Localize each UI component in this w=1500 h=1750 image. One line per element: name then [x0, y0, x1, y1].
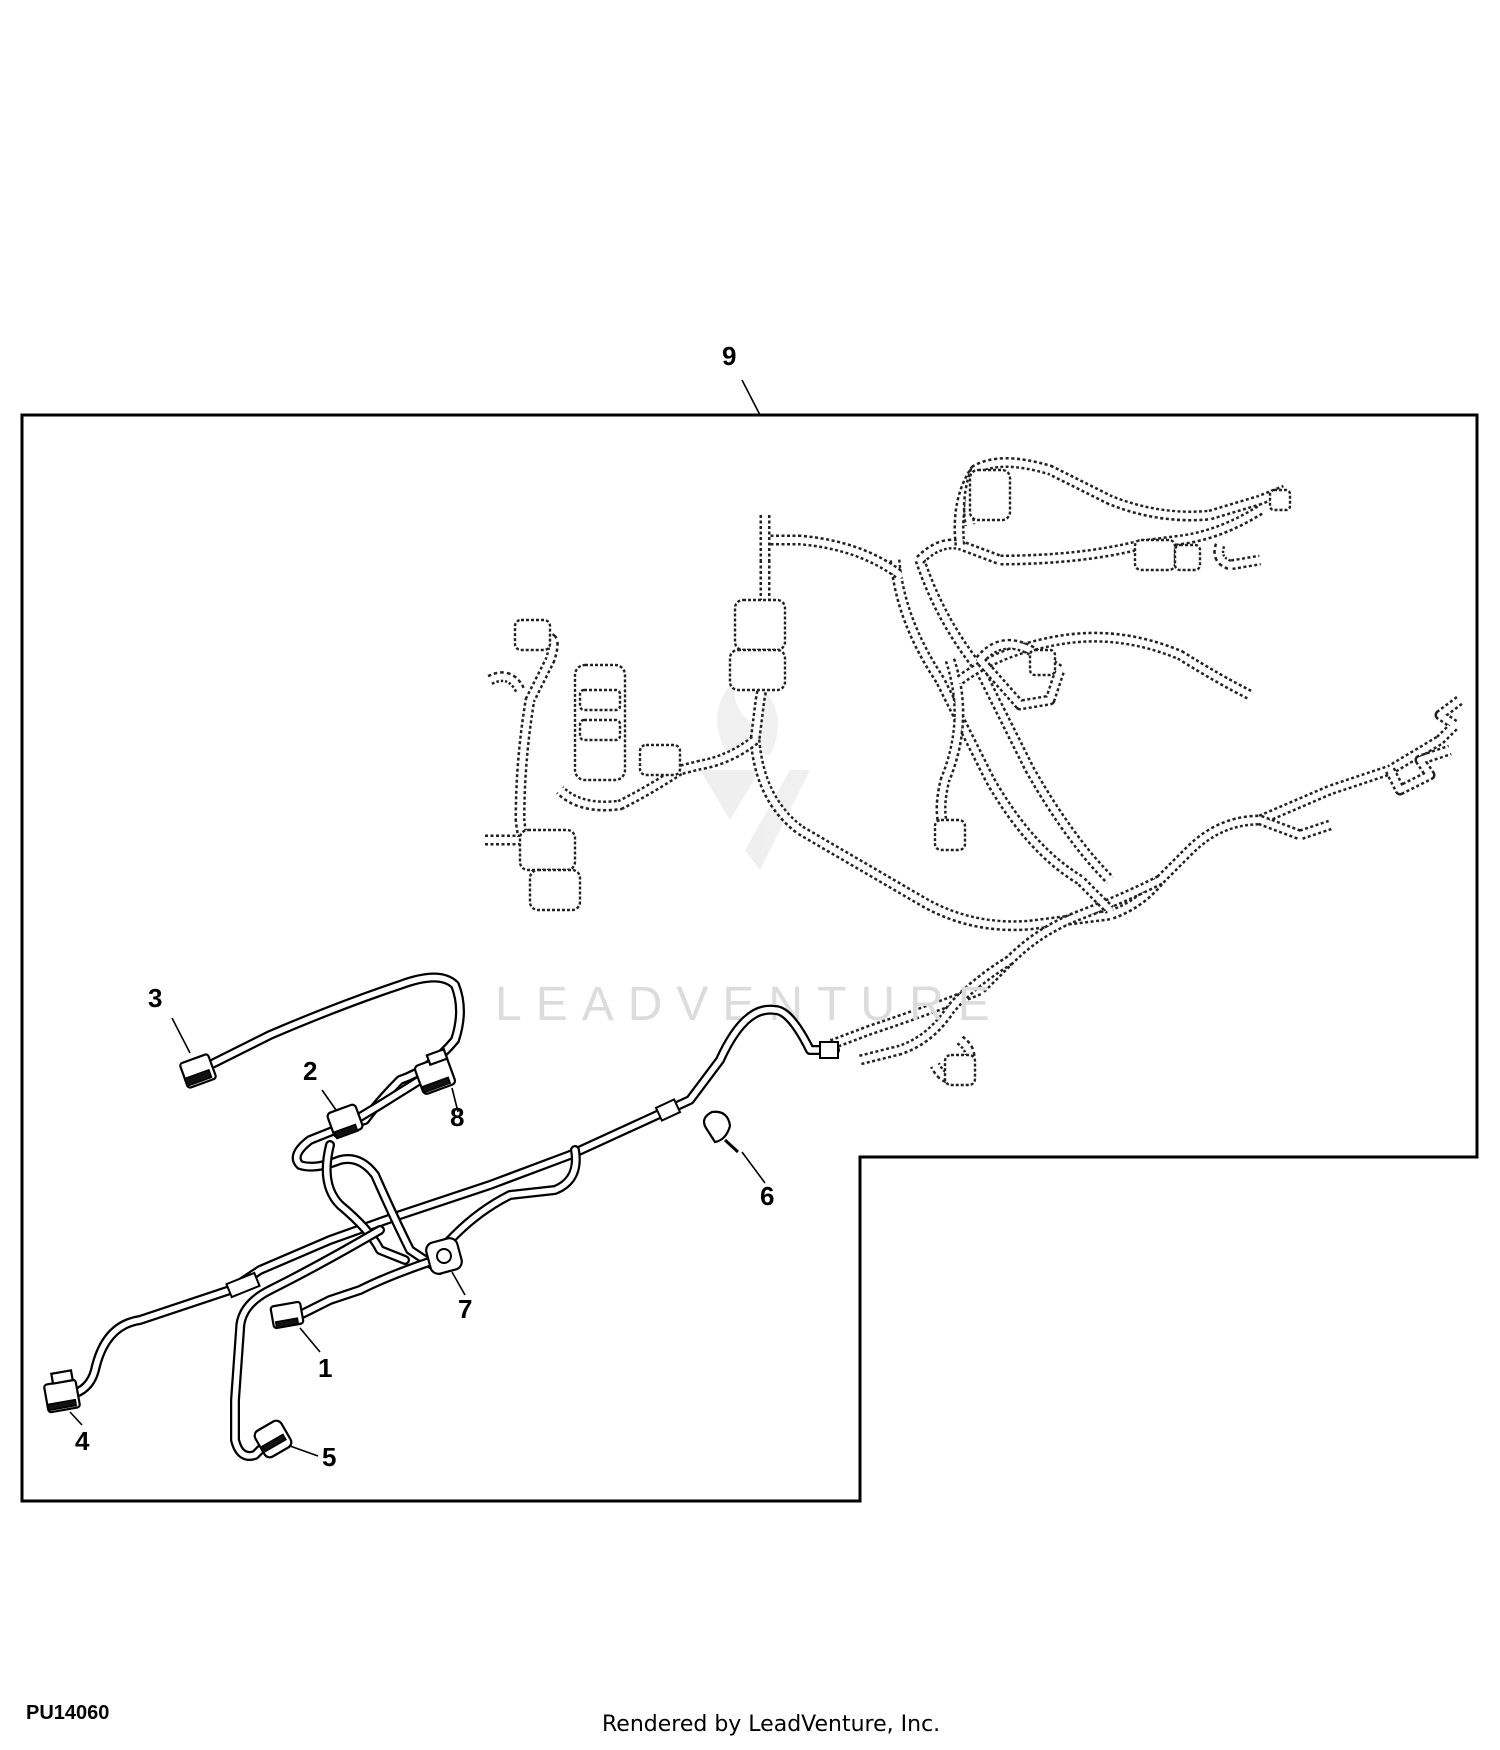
callout-3[interactable]: 3 — [148, 983, 162, 1013]
callout-9[interactable]: 9 — [722, 341, 736, 371]
leader-lines — [69, 1017, 766, 1457]
callout-7[interactable]: 7 — [458, 1294, 472, 1324]
connector-4[interactable] — [43, 1369, 81, 1414]
wiring-harness — [65, 972, 840, 1461]
leader-9 — [741, 379, 761, 416]
callout-8[interactable]: 8 — [450, 1102, 464, 1132]
callout-6[interactable]: 6 — [760, 1181, 774, 1211]
figure-id: PU14060 — [26, 1702, 109, 1724]
ghost-harness — [482, 457, 1464, 1087]
connector-8[interactable] — [413, 1047, 457, 1095]
connector-3[interactable] — [179, 1053, 217, 1089]
connector-7[interactable] — [424, 1236, 463, 1275]
connector-2[interactable] — [326, 1103, 364, 1140]
callout-2[interactable]: 2 — [303, 1056, 317, 1086]
harness-frame — [20, 413, 1479, 1503]
render-credit: Rendered by LeadVenture, Inc. — [602, 1712, 940, 1737]
connector-6[interactable] — [702, 1110, 740, 1154]
connector-1[interactable] — [269, 1300, 305, 1330]
callout-1[interactable]: 1 — [318, 1353, 332, 1383]
callout-4[interactable]: 4 — [75, 1426, 90, 1456]
callout-5[interactable]: 5 — [322, 1442, 336, 1472]
connector-5[interactable] — [253, 1419, 294, 1460]
